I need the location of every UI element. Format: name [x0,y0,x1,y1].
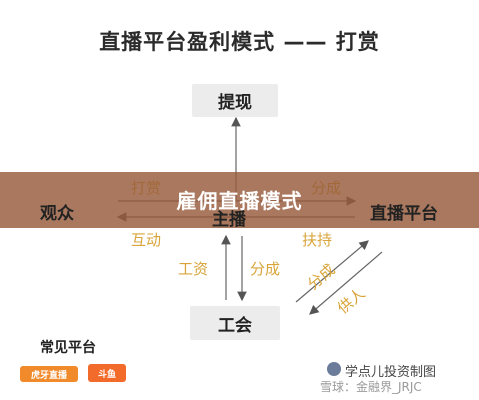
huya-logo: 虎牙直播 [20,366,78,382]
arrow-diag-up [295,240,369,303]
node-withdraw: 提现 [192,84,278,117]
watermark-icon [327,362,341,376]
label-interact: 互动 [131,231,162,249]
platforms-label: 常见平台 [40,340,96,356]
arrow-diag-down [309,251,383,315]
watermark-top: 学点儿投资制图 [345,365,437,380]
banner-text: 雇佣直播模式 [176,189,303,213]
node-platform: 直播平台 [370,204,438,224]
watermark-bottom: 雪球：金融界_JRJC [320,380,422,394]
douyu-logo: 斗鱼 [88,364,126,382]
diagram-title: 直播平台盈利模式 —— 打赏 [99,30,380,54]
node-audience: 观众 [40,204,74,224]
banner-overlay [0,172,479,228]
label-support: 扶持 [302,231,333,249]
node-streamer: 主播 [212,210,246,230]
node-guild: 工会 [190,306,280,340]
label-share-bottom: 分成 [250,260,281,278]
label-wage: 工资 [178,260,209,278]
